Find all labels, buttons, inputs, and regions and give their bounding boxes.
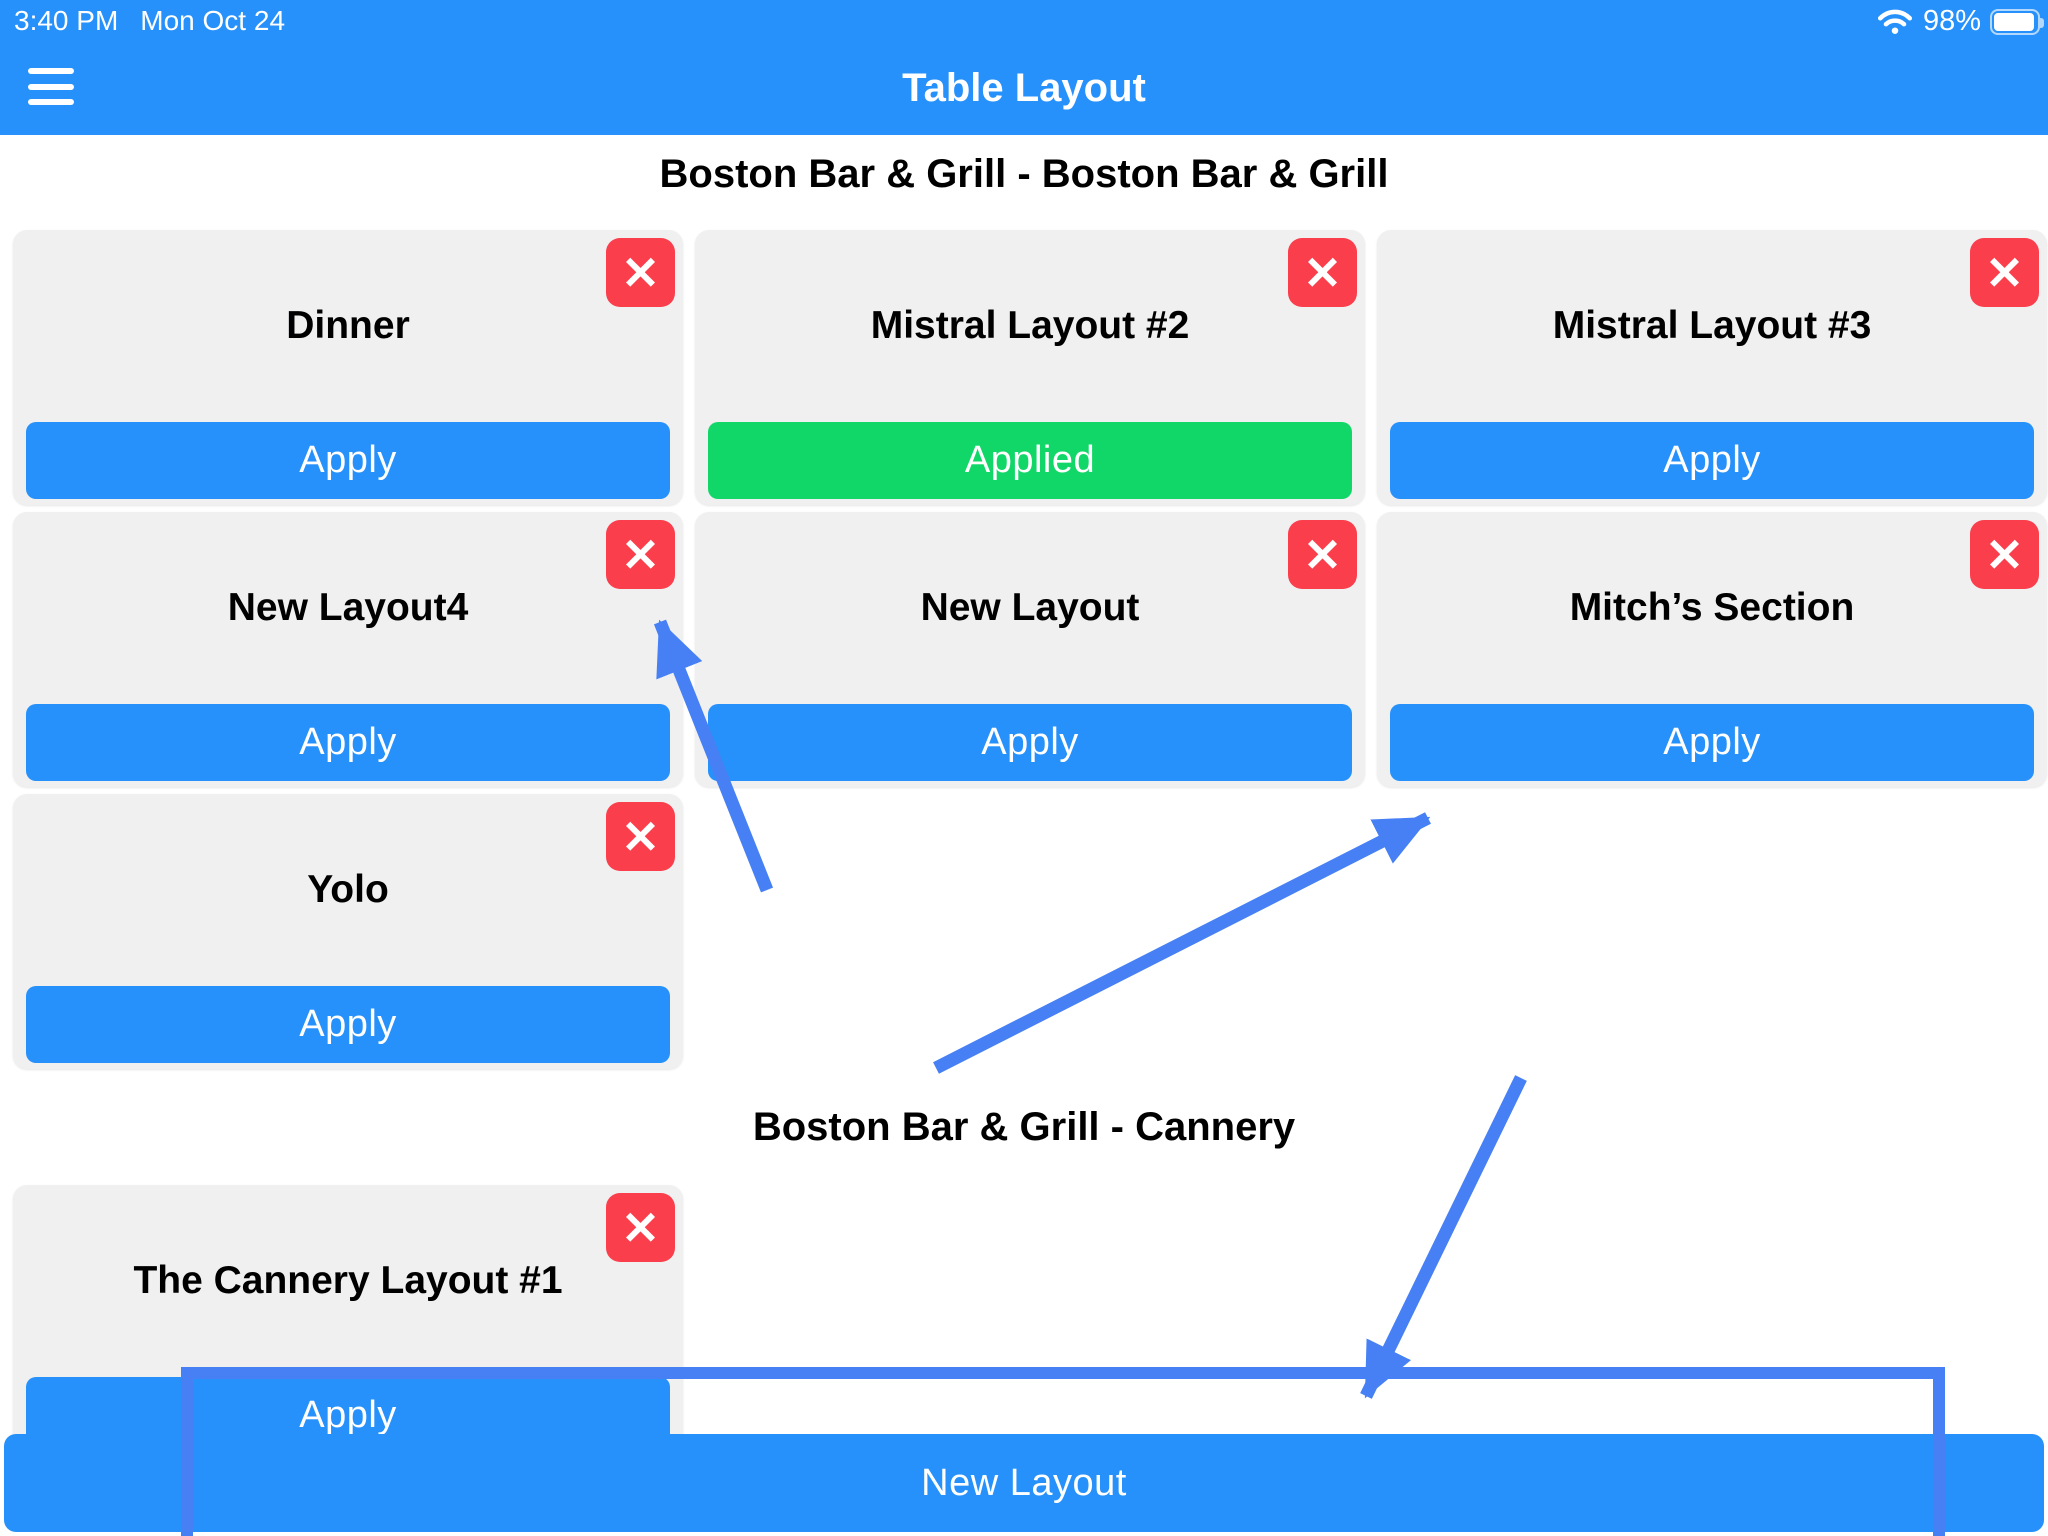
battery-icon (1990, 8, 2044, 35)
delete-layout-button[interactable]: ✕ (606, 520, 675, 589)
layout-name: Yolo (307, 868, 389, 911)
battery-percent-text: 98% (1922, 5, 1981, 37)
layout-name: New Layout (920, 586, 1140, 629)
close-icon: ✕ (621, 528, 660, 581)
section-heading-boston: Boston Bar & Grill - Boston Bar & Grill (659, 152, 1389, 196)
delete-layout-button[interactable]: ✕ (606, 238, 675, 307)
layout-name: New Layout4 (227, 586, 469, 629)
status-bar-left: 3:40 PM Mon Oct 24 (14, 6, 285, 36)
layout-name: The Cannery Layout #1 (133, 1259, 563, 1302)
close-icon: ✕ (621, 810, 660, 863)
app-header: 3:40 PM Mon Oct 24 98% Table Layout (0, 0, 2048, 135)
delete-layout-button[interactable]: ✕ (606, 1193, 675, 1262)
layout-name: Mitch’s Section (1569, 586, 1855, 629)
close-icon: ✕ (621, 1201, 660, 1254)
apply-button[interactable]: Apply (1390, 422, 2034, 499)
section-heading-cannery: Boston Bar & Grill - Cannery (752, 1105, 1296, 1149)
close-icon: ✕ (1303, 246, 1342, 299)
clock-text: 3:40 PM (14, 5, 119, 36)
new-layout-button[interactable]: New Layout (4, 1434, 2044, 1532)
apply-button[interactable]: Apply (1390, 704, 2034, 781)
layout-name: Mistral Layout #2 (870, 304, 1190, 347)
applied-button[interactable]: Applied (708, 422, 1352, 499)
close-icon: ✕ (1985, 246, 2024, 299)
apply-button[interactable]: Apply (26, 422, 670, 499)
date-text: Mon Oct 24 (140, 5, 286, 36)
close-icon: ✕ (621, 246, 660, 299)
wifi-icon (1877, 9, 1912, 34)
close-icon: ✕ (1303, 528, 1342, 581)
delete-layout-button[interactable]: ✕ (1288, 238, 1357, 307)
status-bar-right: 98% (1876, 5, 2044, 38)
layout-card: ✕ Mistral Layout #3 Apply (1377, 230, 2047, 505)
layout-name: Dinner (286, 304, 410, 347)
apply-button[interactable]: Apply (26, 704, 670, 781)
layout-name: Mistral Layout #3 (1552, 304, 1872, 347)
hamburger-menu-icon[interactable] (28, 68, 74, 105)
apply-button[interactable]: Apply (708, 704, 1352, 781)
layout-card: ✕ Mistral Layout #2 Applied (695, 230, 1365, 505)
close-icon: ✕ (1985, 528, 2024, 581)
delete-layout-button[interactable]: ✕ (1970, 238, 2039, 307)
delete-layout-button[interactable]: ✕ (1288, 520, 1357, 589)
page-title: Table Layout (902, 66, 1146, 110)
delete-layout-button[interactable]: ✕ (1970, 520, 2039, 589)
apply-button[interactable]: Apply (26, 986, 670, 1063)
